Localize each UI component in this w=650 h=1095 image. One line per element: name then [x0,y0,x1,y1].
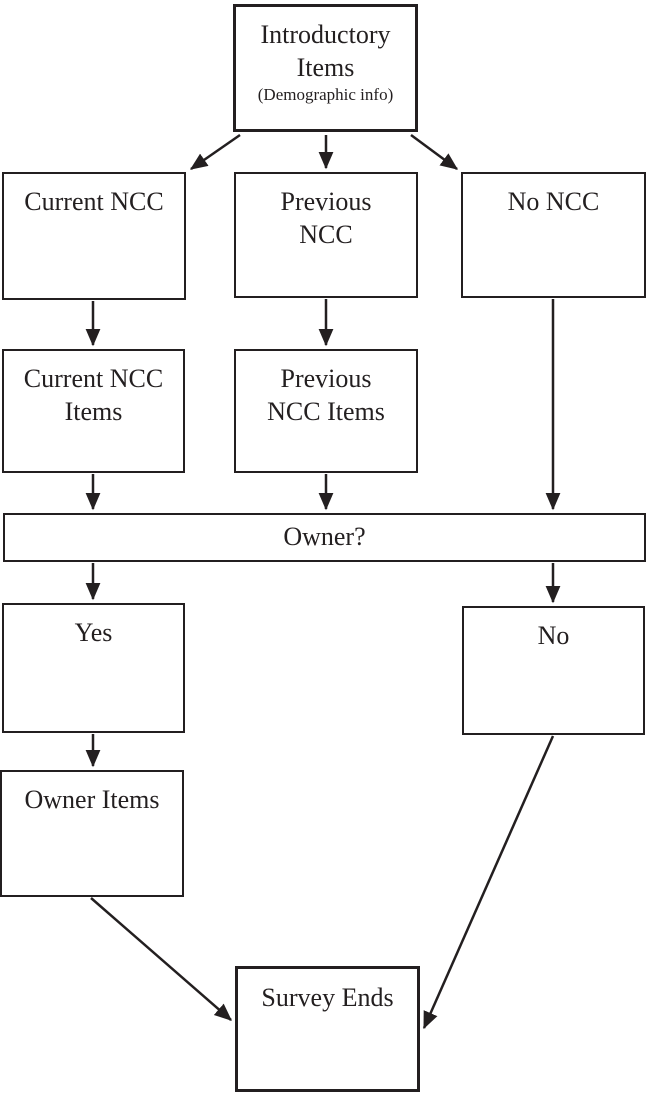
node-previous-ncc-items: Previous NCC Items [234,349,418,473]
node-owner-question: Owner? [3,513,646,562]
node-current-ncc-items-label: Current NCC Items [23,364,164,426]
node-yes-label: Yes [74,618,113,647]
node-owner-question-label: Owner? [283,522,366,552]
node-no: No [462,606,645,735]
node-no-ncc-label: No NCC [507,187,600,216]
node-owner-items-label: Owner Items [24,785,160,814]
node-previous-ncc-items-label: Previous NCC Items [267,364,385,426]
edge-intro-to-no-ncc [410,133,459,171]
node-owner-items: Owner Items [0,770,184,897]
node-no-label: No [537,621,570,650]
node-survey-ends-label: Survey Ends [261,983,394,1012]
node-current-ncc: Current NCC [2,172,186,300]
node-introductory-items-label: Introductory Items [260,20,391,82]
node-previous-ncc-label: Previous NCC [280,187,372,249]
node-survey-ends: Survey Ends [235,966,420,1092]
edge-owner-items-to-survey-ends [90,897,232,1021]
node-introductory-items: Introductory Items (Demographic info) [233,4,418,132]
node-yes: Yes [2,603,185,733]
edge-no-to-survey-ends [422,735,555,1030]
node-previous-ncc: Previous NCC [234,172,418,298]
edge-intro-to-current-ncc [189,133,241,171]
node-current-ncc-items: Current NCC Items [2,349,185,473]
node-introductory-items-sublabel: (Demographic info) [257,85,394,104]
node-current-ncc-label: Current NCC [24,187,164,216]
node-no-ncc: No NCC [461,172,646,298]
